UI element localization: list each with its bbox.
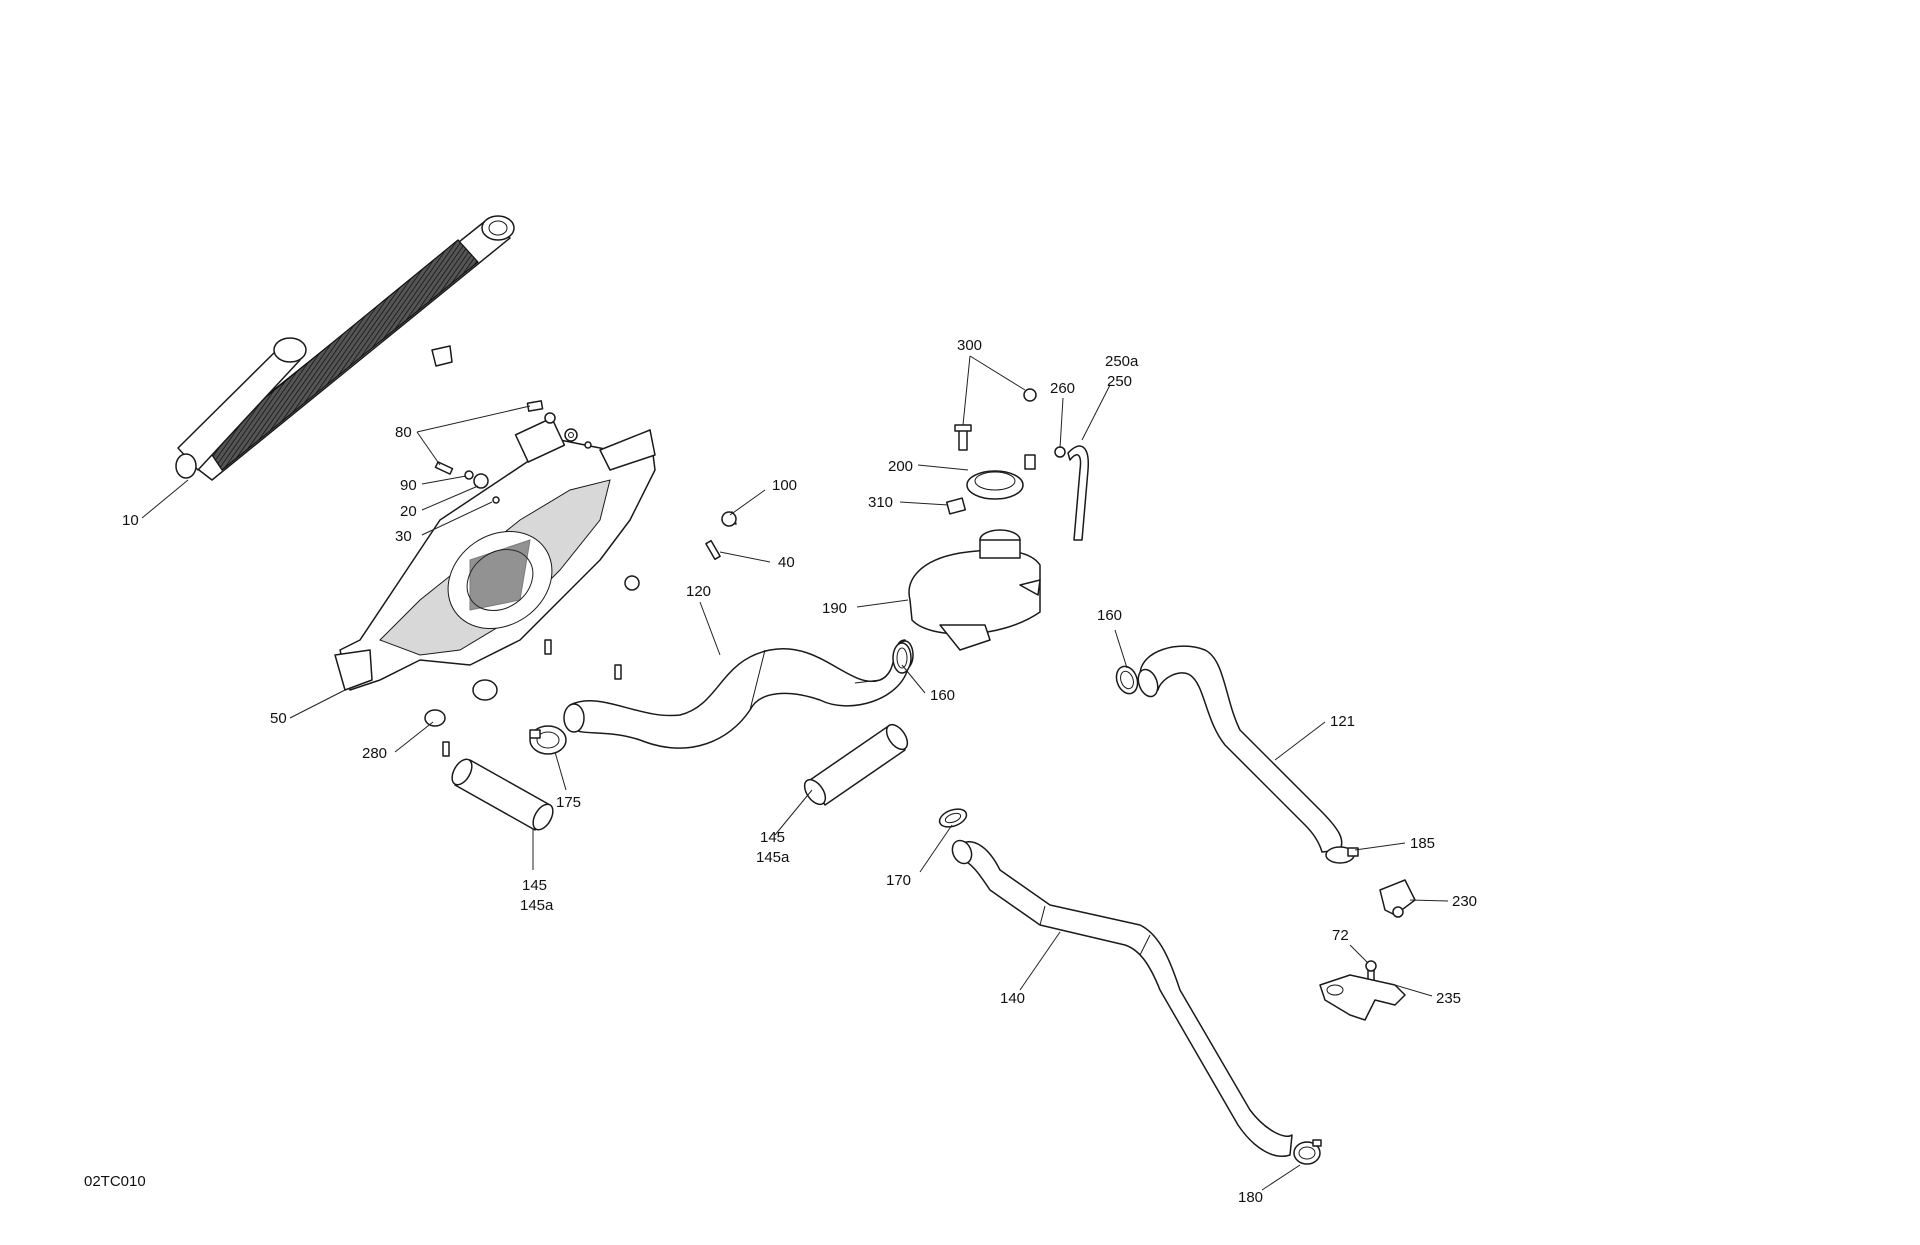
clamp-175 [529,725,567,755]
callout-300: 300 [957,337,982,354]
clamp-185 [1325,846,1359,864]
hardware-fasteners [424,400,737,757]
callouts: 10 80 90 20 30 50 280 175 145 145a 100 4… [122,337,1477,1206]
clamp-160-middle [892,642,912,674]
callout-200: 200 [888,458,913,475]
callout-185: 185 [1410,835,1435,852]
callout-260: 260 [1050,380,1075,397]
diagram-reference-code: 02TC010 [84,1173,146,1190]
hose-145-middle [803,723,909,806]
clamp-180 [1293,1139,1322,1165]
bracket-230 [1379,879,1416,918]
callout-80: 80 [395,424,412,441]
callout-180: 180 [1238,1189,1263,1206]
clamp-170 [938,808,968,828]
callout-90: 90 [400,477,417,494]
hose-120 [563,639,914,749]
callout-145-left: 145 [522,877,547,894]
callout-140: 140 [1000,990,1025,1007]
callout-145a-left: 145a [520,897,554,914]
callout-235: 235 [1436,990,1461,1007]
callout-50: 50 [270,710,287,727]
hose-121 [1137,645,1343,853]
clamp-160-right [1115,665,1139,695]
callout-250: 250 [1107,373,1132,390]
callout-145a-middle: 145a [756,849,790,866]
callout-160-middle: 160 [930,687,955,704]
callout-120: 120 [686,583,711,600]
hose-140 [951,839,1293,1157]
callout-145-middle: 145 [760,829,785,846]
fan-shroud-assembly [334,417,656,691]
callout-190: 190 [822,600,847,617]
tank-hardware [945,388,1089,541]
callout-20: 20 [400,503,417,520]
callout-30: 30 [395,528,412,545]
callout-72: 72 [1332,927,1349,944]
hose-145-left [451,758,554,831]
callout-40: 40 [778,554,795,571]
callout-250a: 250a [1105,353,1139,370]
callout-100: 100 [772,477,797,494]
bracket-235 [1319,960,1406,1021]
tank-cap-200 [966,470,1024,500]
callout-121: 121 [1330,713,1355,730]
callout-175: 175 [556,794,581,811]
callout-310: 310 [868,494,893,511]
callout-170: 170 [886,872,911,889]
leader-lines [141,355,1449,1191]
expansion-tank [908,529,1041,651]
callout-280: 280 [362,745,387,762]
radiator [175,215,515,481]
callout-160-right: 160 [1097,607,1122,624]
callout-10: 10 [122,512,139,529]
callout-230: 230 [1452,893,1477,910]
